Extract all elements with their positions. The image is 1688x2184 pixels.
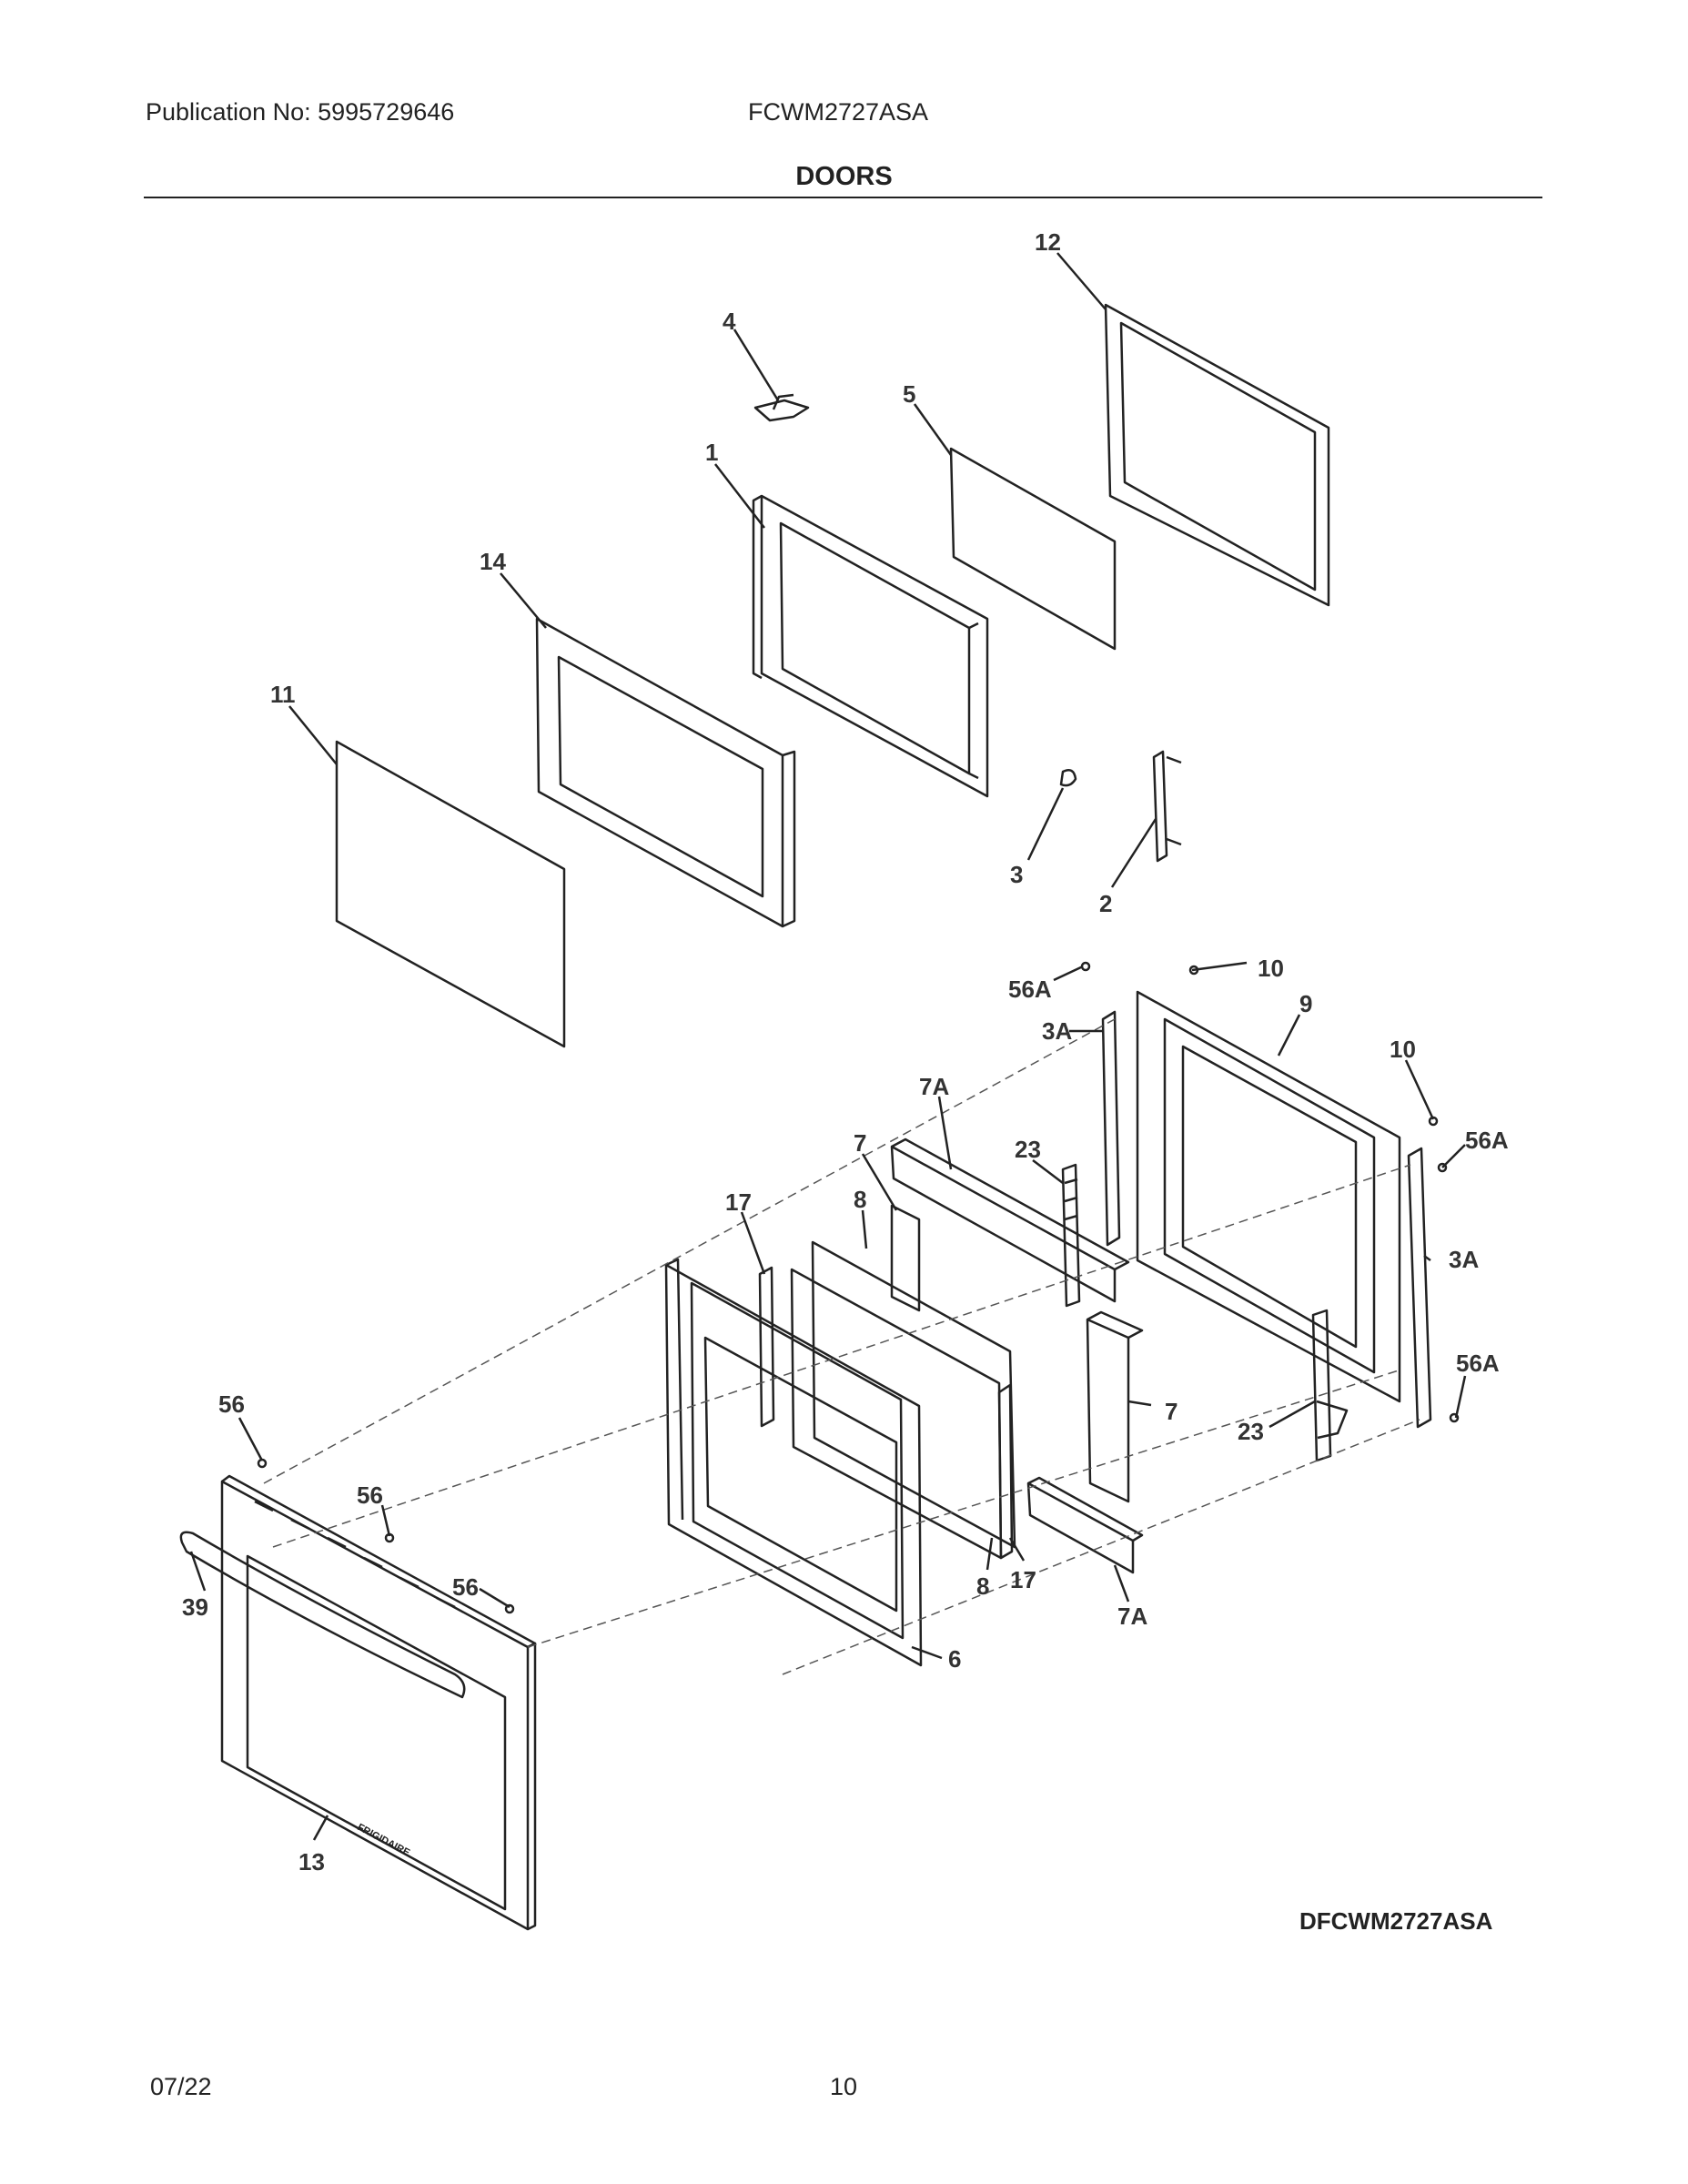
part-6-inner-door [664,1258,923,1667]
callout-7A-bottom: 7A [1117,1603,1147,1630]
part-17-trim-right [997,1383,1014,1560]
callout-7-top: 7 [854,1129,866,1157]
callout-3A-right: 3A [1449,1246,1479,1273]
callout-12: 12 [1035,228,1061,256]
part-3A-channel-left [1101,1010,1121,1247]
part-14-door-panel [535,617,796,928]
part-2-bracket [1152,750,1182,863]
callout-13: 13 [298,1848,325,1876]
callout-5: 5 [903,380,915,408]
callout-1: 1 [705,439,718,466]
diagram-code: DFCWM2727ASA [1299,1907,1493,1935]
callout-7-right: 7 [1165,1398,1178,1425]
page-title: DOORS [795,162,893,191]
callout-11: 11 [270,681,296,708]
callout-17-top: 17 [725,1188,752,1216]
callout-2: 2 [1099,890,1112,917]
header-divider [144,197,1542,198]
callout-8-bottom: 8 [976,1572,989,1600]
callout-56-mid: 56 [357,1481,383,1509]
page-number: 10 [830,2073,858,2100]
alignment-lines [263,1018,1420,1675]
part-12-door-frame [1104,303,1330,607]
part-3A-channel-right [1407,1147,1432,1429]
part-5-glass-panel [949,447,1117,651]
callout-7A-top: 7A [919,1073,949,1100]
part-17-trim-left [758,1266,775,1428]
callout-23-low: 23 [1238,1418,1264,1445]
part-7A-insulation-bottom [1026,1476,1144,1574]
callout-6: 6 [948,1645,961,1673]
callout-10-right: 10 [1390,1036,1416,1063]
part-7A-insulation-top [890,1138,1130,1303]
part-13-outer-door [220,1474,537,1931]
part-7-insulation-right [1086,1310,1144,1503]
screw-parts [257,961,1460,1614]
model-number: FCWM2727ASA [748,98,929,126]
part-23-hinge-top [1061,1163,1081,1308]
callout-8-top: 8 [854,1186,866,1213]
part-9-door-liner [1136,990,1401,1403]
callout-3A-top: 3A [1042,1017,1072,1045]
part-11-glass [335,740,566,1048]
callout-56-right: 56 [452,1573,479,1601]
callout-56A-right: 56A [1465,1127,1509,1154]
publication-date: 07/22 [150,2073,212,2100]
part-7-insulation-left [890,1204,921,1312]
part-3-clip [1059,769,1077,787]
callout-17-bottom: 17 [1010,1566,1036,1593]
callout-9: 9 [1299,990,1312,1017]
callout-10-top: 10 [1258,955,1284,982]
callout-3: 3 [1010,861,1023,888]
leader-lines [189,252,1467,1841]
callout-4: 4 [723,308,736,335]
callout-56A-top: 56A [1008,976,1052,1003]
part-39-handle [179,1531,466,1699]
callout-23-top: 23 [1015,1136,1041,1163]
callout-56A-low: 56A [1456,1350,1500,1377]
callout-14: 14 [480,548,506,575]
part-1-inner-door-frame [752,494,989,798]
part-4-bracket [753,393,810,422]
callout-39: 39 [182,1593,208,1621]
part-8-glass-pack [790,1240,1016,1560]
door-brand-text: FRIGIDAIRE [356,1822,412,1858]
publication-number: Publication No: 5995729646 [146,98,455,126]
callout-56-left: 56 [218,1390,245,1418]
